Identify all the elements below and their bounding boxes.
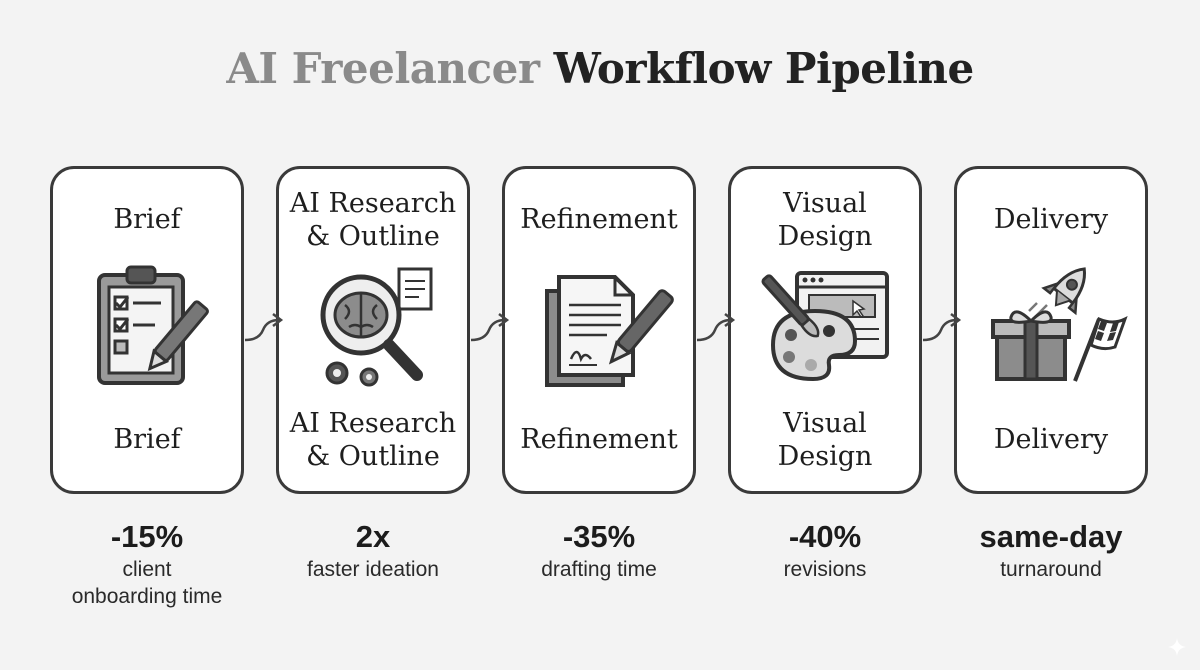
metric-caption: client onboarding time [71,558,223,608]
stage-card-delivery: Delivery Delivery [954,166,1148,494]
stage-label-top: Visual Design [731,187,919,253]
metric-caption: faster ideation [307,558,439,581]
metric-ai-research: 2x faster ideation [258,518,488,583]
metric-brief: -15% client onboarding time [32,518,262,610]
metric-value: -15% [110,519,184,554]
stage-label-line-2: & Outline [306,441,440,472]
stage-label-line-1: Delivery [993,424,1109,455]
stage-label-bottom: Brief [53,423,241,456]
stage-label-top: AI Research & Outline [279,187,467,253]
metric-caption: drafting time [541,558,657,581]
flow-arrow-icon [244,313,284,342]
stage-label-bottom: Refinement [505,423,693,456]
stage-label-line-2: Design [777,441,873,472]
stage-card-visual-design: Visual Design Visual Design [728,166,922,494]
page-title: AI Freelancer Workflow Pipeline [0,44,1200,93]
stage-label-line-1: Refinement [520,204,678,235]
document-pen-icon [545,275,674,387]
clipboard-checklist-icon [97,265,209,385]
metric-value: same-day [979,519,1123,554]
stage-card-refinement: Refinement Refinement [502,166,696,494]
stage-label-line-1: Refinement [520,424,678,455]
stage-label-top: Brief [53,203,241,236]
sparkle-icon [1168,638,1186,656]
stage-label-top: Refinement [505,203,693,236]
metric-value: 2x [355,519,391,554]
stage-label-bottom: Visual Design [731,407,919,473]
metric-caption: turnaround [1000,558,1102,581]
title-part-1: AI Freelancer [226,44,540,93]
stage-label-bottom: AI Research & Outline [279,407,467,473]
stage-label-line-1: Brief [113,424,181,455]
stage-label-line-1: Brief [113,204,181,235]
stage-card-ai-research: AI Research & Outline AI Research & Outl… [276,166,470,494]
metric-value: -35% [562,519,636,554]
metric-value: -40% [788,519,862,554]
metric-delivery: same-day turnaround [936,518,1166,583]
metric-visual-design: -40% revisions [710,518,940,583]
rocket-gift-flag-icon [991,267,1128,382]
brain-magnifier-icon [320,267,433,387]
title-part-2: Workflow Pipeline [553,44,975,93]
stage-label-line-1: AI Research [289,188,457,219]
metric-caption: revisions [783,558,867,581]
stage-label-line-1: AI Research [289,408,457,439]
stage-label-bottom: Delivery [957,423,1145,456]
palette-browser-icon [761,271,889,382]
stage-label-line-2: & Outline [306,221,440,252]
stage-label-top: Delivery [957,203,1145,236]
flow-arrow-icon [470,313,510,342]
stage-label-line-1: Delivery [993,204,1109,235]
flow-arrow-icon [922,313,962,342]
stage-label-line-1: Visual [783,408,867,439]
flow-arrow-icon [696,313,736,342]
stage-label-line-1: Visual [783,188,867,219]
metric-refinement: -35% drafting time [484,518,714,583]
stage-label-line-2: Design [777,221,873,252]
stage-card-brief: Brief Brief [50,166,244,494]
